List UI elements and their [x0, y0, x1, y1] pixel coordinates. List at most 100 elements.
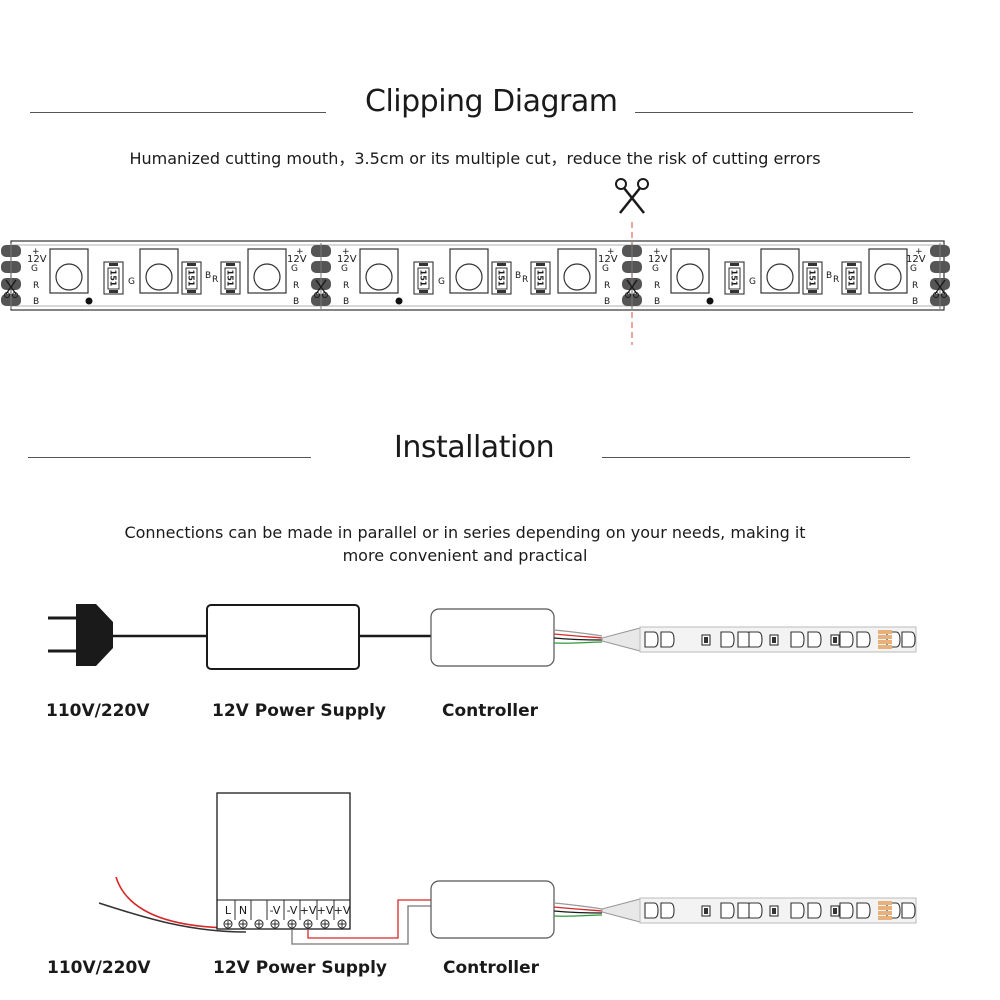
pad-plus: + — [653, 247, 661, 257]
terminal-label: -V — [270, 904, 281, 917]
resistor-label: 151 — [847, 270, 856, 287]
mini-led — [644, 902, 659, 919]
mini-led — [807, 631, 822, 648]
polarity-dot — [85, 297, 93, 305]
polarity-dot — [706, 297, 714, 305]
segment-r-mark: R — [833, 275, 839, 285]
power-plug-icon — [48, 604, 113, 666]
pad-label-12v: 12V — [598, 254, 618, 265]
resistor-cap — [187, 263, 196, 266]
led-lens — [563, 263, 591, 291]
resistor-body — [224, 267, 237, 290]
resistor-cap — [419, 263, 428, 266]
led-strip-mini-2 — [601, 897, 917, 924]
pad-label-12v: 12V — [27, 254, 47, 265]
copper-pad — [878, 645, 892, 649]
mini-led — [660, 631, 675, 648]
mini-resistor-core — [704, 908, 708, 914]
cut-mark-icon — [4, 279, 18, 298]
pad-label-r: R — [654, 281, 660, 291]
installation-rule-right — [602, 457, 910, 458]
pad-label-r: R — [343, 281, 349, 291]
copper-pad — [878, 640, 892, 644]
resistor-cap — [187, 290, 196, 293]
cut-mark-icon — [314, 279, 328, 298]
pad-label-b: B — [654, 297, 660, 307]
wiring1-psu-label: 12V Power Supply — [212, 701, 387, 721]
resistor-body — [417, 267, 430, 290]
terminal-screw-icon — [254, 919, 264, 929]
resistor-label: 151 — [808, 270, 817, 287]
resistor-body — [845, 267, 858, 290]
pad-label-b: B — [293, 297, 299, 307]
mini-led — [901, 631, 916, 648]
pad-label-g: G — [602, 264, 609, 274]
cut-mark-icon — [625, 279, 639, 298]
pad-label-g: G — [341, 264, 348, 274]
mini-led — [839, 902, 854, 919]
controller-box — [430, 608, 555, 667]
polarity-dot — [395, 297, 403, 305]
mini-resistor-core — [833, 637, 837, 643]
resistor-body — [806, 267, 819, 290]
resistor-body — [728, 267, 741, 290]
terminal-label: +V — [317, 904, 334, 917]
terminal-screw-icon — [303, 919, 313, 929]
led-lens — [874, 263, 902, 291]
terminal-label: L — [225, 904, 232, 917]
clipping-subtitle: Humanized cutting mouth，3.5cm or its mul… — [129, 149, 821, 168]
terminal-screw-icon — [287, 919, 297, 929]
pad-plus: + — [915, 247, 923, 257]
led-lens — [253, 263, 281, 291]
controller-box-2 — [430, 880, 555, 939]
pad-label-g: G — [652, 264, 659, 274]
terminal-label: +V — [300, 904, 317, 917]
resistor-label: 151 — [536, 270, 545, 287]
resistor-cap — [847, 263, 856, 266]
terminal-screw-icon — [238, 919, 248, 929]
mini-resistor-core — [772, 908, 776, 914]
copper-pad — [878, 916, 892, 920]
segment-g-mark: G — [128, 277, 135, 287]
terminal-screw-icon — [270, 919, 280, 929]
resistor-cap — [536, 290, 545, 293]
segment-b-mark: B — [826, 271, 832, 281]
resistor-cap — [419, 290, 428, 293]
resistor-cap — [497, 263, 506, 266]
resistor-body — [495, 267, 508, 290]
clipping-rule-left — [30, 112, 326, 113]
mini-resistor-core — [772, 637, 776, 643]
mini-led — [790, 631, 805, 648]
resistor-cap — [109, 263, 118, 266]
clipping-rule-right — [635, 112, 913, 113]
mini-led — [748, 631, 763, 648]
segment-g-mark: G — [749, 277, 756, 287]
resistor-label: 151 — [187, 270, 196, 287]
mini-led — [720, 631, 735, 648]
installation-subtitle-line1: Connections can be made in parallel or i… — [124, 523, 806, 542]
led-lens — [676, 263, 704, 291]
resistor-label: 151 — [419, 270, 428, 287]
pad-label-g: G — [31, 264, 38, 274]
resistor-cap — [536, 263, 545, 266]
segment-r-mark: R — [212, 275, 218, 285]
mini-led — [901, 902, 916, 919]
pad-label-g: G — [291, 264, 298, 274]
pad-label-r: R — [293, 281, 299, 291]
resistor-cap — [730, 263, 739, 266]
resistor-body — [534, 267, 547, 290]
mini-led — [807, 902, 822, 919]
wiring2-psu-label: 12V Power Supply — [213, 958, 388, 978]
pad-label-b: B — [912, 297, 918, 307]
pad-label-r: R — [33, 281, 39, 291]
cut-mark-icon — [933, 279, 947, 298]
segment-b-mark: B — [205, 271, 211, 281]
pad-label-b: B — [33, 297, 39, 307]
mini-led — [856, 902, 871, 919]
resistor-cap — [109, 290, 118, 293]
mini-led — [660, 902, 675, 919]
pad-plus: + — [607, 247, 615, 257]
resistor-label: 151 — [497, 270, 506, 287]
